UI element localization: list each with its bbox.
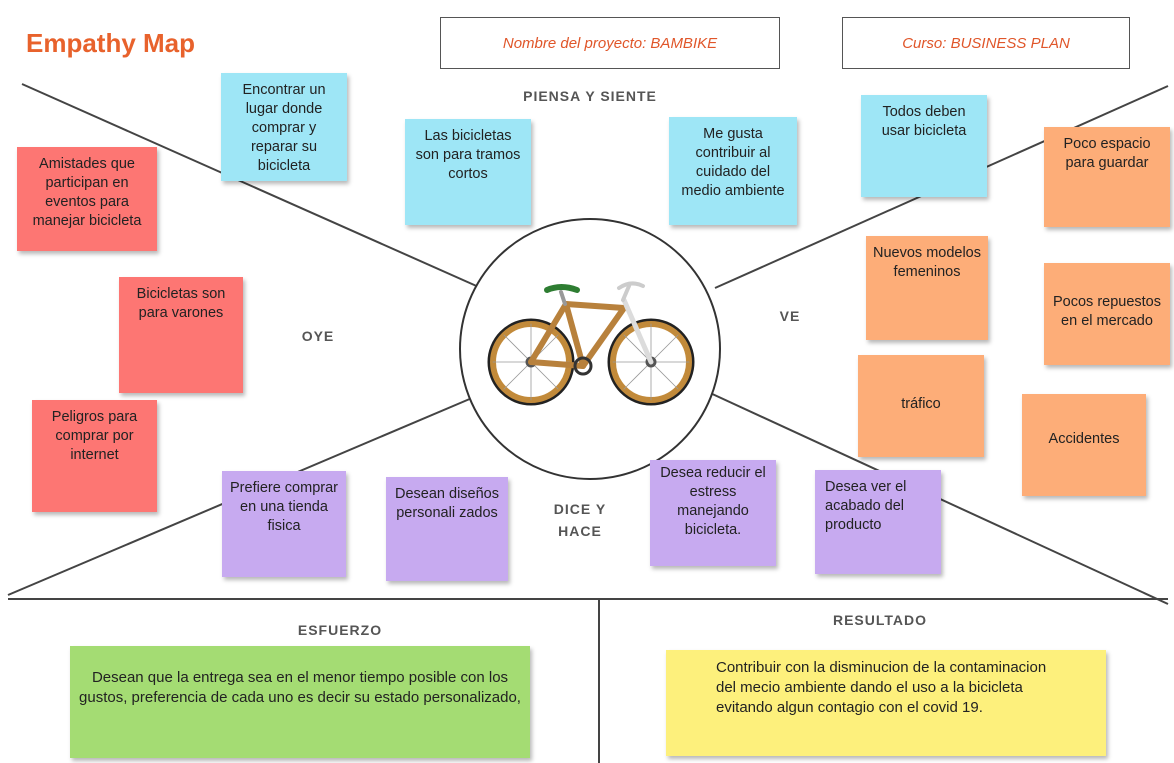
section-label-ve: VE xyxy=(779,308,801,324)
section-label-oye: OYE xyxy=(301,328,335,344)
sticky-note-oye-2: Bicicletas son para varones xyxy=(119,277,243,393)
sticky-note-ve-4: tráfico xyxy=(858,355,984,457)
section-label-resultado: RESULTADO xyxy=(832,612,928,628)
sticky-note-dice-2: Desean diseños personali zados xyxy=(386,477,508,581)
sticky-note-oye-3: Peligros para comprar por internet xyxy=(32,400,157,512)
sticky-note-piensa-4: Todos deben usar bicicleta xyxy=(861,95,987,197)
sticky-note-ve-5: Accidentes xyxy=(1022,394,1146,496)
sticky-note-piensa-2: Las bicicletas son para tramos cortos xyxy=(405,119,531,225)
sticky-note-ve-3: Pocos repuestos en el mercado xyxy=(1044,263,1170,365)
section-label-dice: DICE Y HACE xyxy=(553,501,607,539)
section-label-piensa: PIENSA Y SIENTE xyxy=(523,88,657,104)
sticky-note-resultado: Contribuir con la disminucion de la cont… xyxy=(666,650,1106,756)
sticky-note-ve-2: Nuevos modelos femeninos xyxy=(866,236,988,340)
section-label-esfuerzo: ESFUERZO xyxy=(297,622,383,638)
center-circle xyxy=(459,218,721,480)
sticky-note-piensa-3: Me gusta contribuir al cuidado del medio… xyxy=(669,117,797,225)
sticky-note-ve-1: Poco espacio para guardar xyxy=(1044,127,1170,227)
page-title: Empathy Map xyxy=(26,28,196,58)
sticky-note-esfuerzo: Desean que la entrega sea en el menor ti… xyxy=(70,646,530,758)
sticky-note-dice-4: Desea ver el acabado del producto xyxy=(815,470,941,574)
course-box: Curso: BUSINESS PLAN xyxy=(842,17,1130,69)
sticky-note-dice-1: Prefiere comprar en una tienda fisica xyxy=(222,471,346,577)
bicycle-icon xyxy=(487,281,695,406)
sticky-note-piensa-1: Encontrar un lugar donde comprar y repar… xyxy=(221,73,347,181)
sticky-note-oye-1: Amistades que participan en eventos para… xyxy=(17,147,157,251)
sticky-note-dice-3: Desea reducir el estress manejando bicic… xyxy=(650,460,776,566)
project-name-box: Nombre del proyecto: BAMBIKE xyxy=(440,17,780,69)
